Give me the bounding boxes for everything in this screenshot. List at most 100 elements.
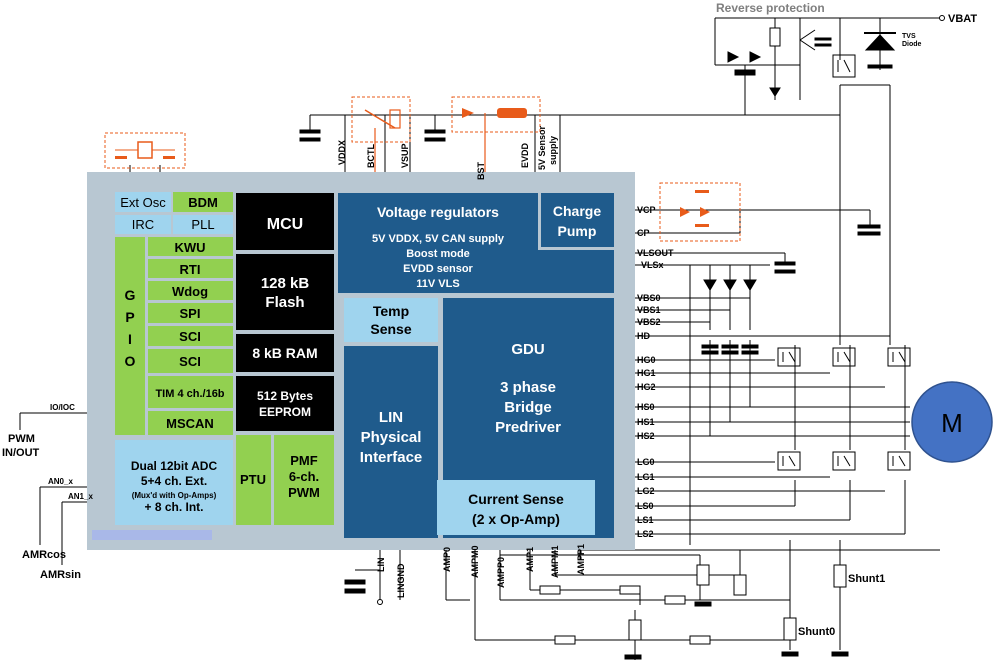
pll-label: PLL — [191, 217, 214, 232]
mscan-block — [148, 411, 233, 435]
tim-block — [148, 376, 233, 408]
mosfet-hs2 — [887, 347, 911, 367]
eeprom-label-2: EEPROM — [259, 405, 311, 419]
ampm1-pin: AMPM1 — [550, 545, 560, 578]
current-sense-block — [437, 480, 595, 535]
pmf-label-2: 6-ch. — [289, 469, 319, 484]
bst-pin: BST — [476, 161, 486, 180]
gpio-letter: P — [125, 309, 134, 325]
kwu-label: KWU — [174, 240, 205, 255]
gdu-label-2: 3 phase — [500, 379, 556, 396]
lg1-pin: LG1 — [637, 472, 655, 482]
tvs-label: TVS — [902, 33, 916, 40]
vsup-pin: VSUP — [400, 143, 410, 168]
adc-block — [115, 440, 233, 525]
lg0-pin: LG0 — [637, 457, 655, 467]
vddx-pin: VDDX — [337, 140, 347, 165]
ampm0-pin: AMPM0 — [470, 545, 480, 578]
pwm-label-1: PWM — [8, 433, 35, 445]
vreg-block — [338, 193, 538, 293]
pin-labels: Reverse protection VBAT TVS Diode VDDX B… — [2, 1, 977, 638]
gpio-letter: G — [125, 287, 136, 303]
gdu-label-4: Predriver — [495, 419, 561, 436]
amrsin-label: AMRsin — [40, 569, 81, 581]
gpio-letters: G P I O — [125, 287, 136, 369]
passive-symbols — [299, 27, 896, 660]
vcp-pin: VCP — [637, 205, 656, 215]
adc-label-4: + 8 ch. Int. — [144, 500, 203, 514]
sensor-supply-2: supply — [548, 136, 558, 165]
hs1-pin: HS1 — [637, 417, 655, 427]
ext-osc-label: Ext Osc — [120, 195, 166, 210]
flash-label-1: 128 kB — [261, 275, 310, 292]
ram-label: 8 kB RAM — [252, 345, 317, 361]
eeprom-label-1: 512 Bytes — [257, 389, 313, 403]
gdu-label-3: Bridge — [504, 399, 552, 416]
mscan-label: MSCAN — [166, 416, 214, 431]
temp-label-1: Temp — [373, 303, 409, 319]
cs-label-1: Current Sense — [468, 491, 564, 507]
an0-label: AN0_x — [48, 477, 73, 486]
pmf-label-1: PMF — [290, 453, 318, 468]
ampp1-pin: AMPP1 — [576, 544, 586, 575]
hg1-pin: HG1 — [637, 368, 656, 378]
temp-label-2: Sense — [370, 321, 411, 337]
vreg-line-3: EVDD sensor — [403, 263, 473, 275]
spi-block — [148, 303, 233, 323]
ram-block — [236, 334, 334, 372]
bdm-block — [173, 192, 233, 212]
vreg-line-2: Boost mode — [406, 248, 470, 260]
hs0-pin: HS0 — [637, 402, 655, 412]
hg2-pin: HG2 — [637, 382, 656, 392]
gpio-letter: O — [125, 353, 136, 369]
sci1-block — [148, 326, 233, 346]
hd-pin: HD — [637, 331, 650, 341]
vlsx-pin: VLSx — [641, 260, 664, 270]
charge-pump-label-2: Pump — [558, 223, 597, 239]
lingnd-pin: LINGND — [396, 563, 406, 598]
lin-label-2: Physical — [361, 429, 422, 446]
shunt1-label: Shunt1 — [848, 573, 885, 585]
ptu-label: PTU — [240, 472, 266, 487]
mcu-label: MCU — [267, 216, 303, 233]
tim-label: TIM 4 ch./16b — [155, 388, 224, 400]
mosfet-ls0 — [777, 451, 801, 471]
sensor-supply-1: 5V Sensor — [537, 125, 547, 170]
gpio-letter: I — [128, 331, 132, 347]
vbs2-pin: VBS2 — [637, 317, 661, 327]
hs2-pin: HS2 — [637, 431, 655, 441]
spi-label: SPI — [180, 306, 201, 321]
adc-label-1: Dual 12bit ADC — [131, 459, 218, 473]
mcu-block — [236, 193, 334, 250]
vbat-label: VBAT — [948, 13, 977, 25]
rti-block — [148, 259, 233, 278]
pmf-block — [274, 435, 334, 525]
mosfet-bridge — [777, 54, 911, 471]
evdd-pin: EVDD — [520, 142, 530, 168]
ls2-pin: LS2 — [637, 529, 654, 539]
motor-label: M — [941, 408, 963, 438]
adc-label-3: (Mux'd with Op-Amps) — [132, 491, 217, 500]
charge-pump-label-1: Charge — [553, 203, 601, 219]
sci2-block — [148, 349, 233, 373]
temp-sense-block — [344, 298, 438, 342]
io-ioc-label: IO/IOC — [50, 403, 75, 412]
shunt0-label: Shunt0 — [798, 626, 835, 638]
hg0-pin: HG0 — [637, 355, 656, 365]
bdm-label: BDM — [188, 195, 218, 210]
mosfet-hs0 — [777, 347, 801, 367]
amp1-pin: AMP1 — [525, 547, 535, 572]
gdu-label-1: GDU — [511, 341, 544, 358]
vreg-ext — [538, 250, 614, 293]
mosfet-ls1 — [832, 451, 856, 471]
adc-label-2: 5+4 ch. Ext. — [141, 474, 207, 488]
vreg-line-4: 11V VLS — [416, 278, 459, 290]
ampp0-pin: AMPP0 — [496, 557, 506, 588]
mosfet-rp — [832, 54, 856, 78]
charge-pump-block — [541, 193, 614, 247]
wdog-block — [148, 281, 233, 300]
ext-osc-block — [115, 192, 171, 212]
rti-label: RTI — [180, 262, 201, 277]
pll-block — [173, 215, 233, 234]
